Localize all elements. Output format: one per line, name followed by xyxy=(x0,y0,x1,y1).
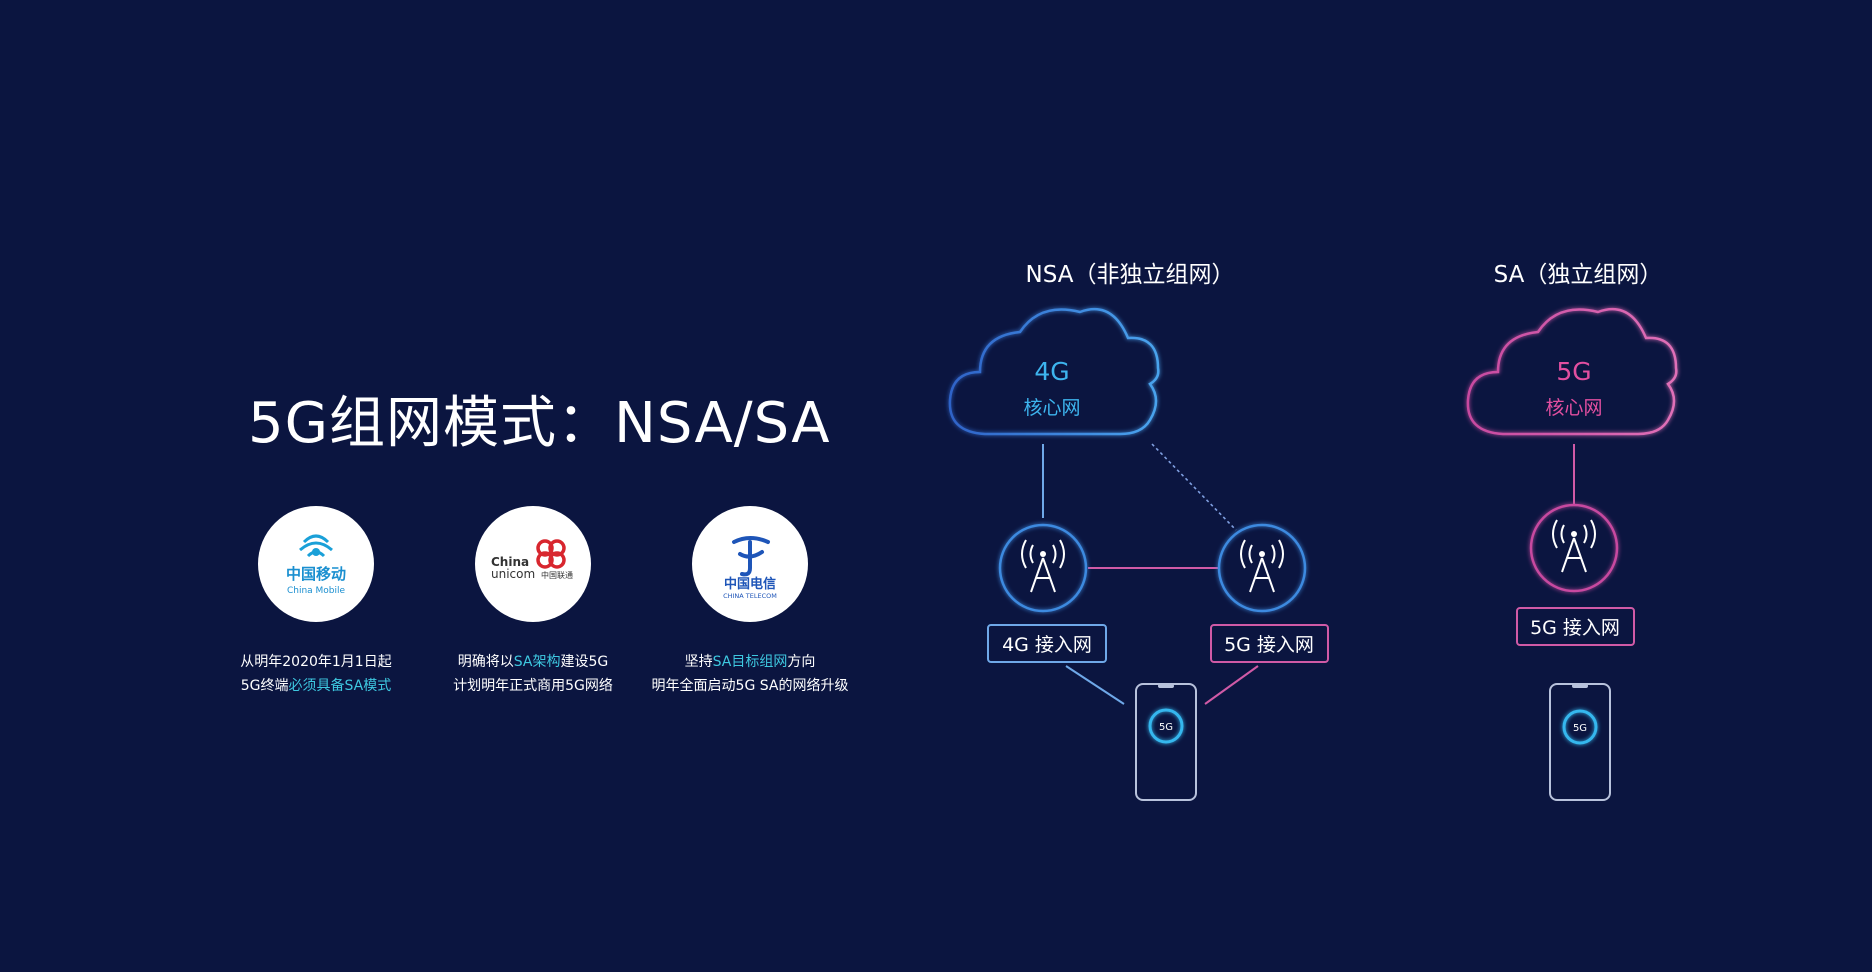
china-telecom-line1-post: 方向 xyxy=(787,654,816,670)
china-unicom-line1-pre: 明确将以 xyxy=(457,654,514,670)
sa-5g-access-box xyxy=(1516,607,1635,646)
china-unicom-line1-post: 建设5G xyxy=(560,654,609,670)
china-mobile-logo-en: China Mobile xyxy=(287,586,346,596)
china-telecom-logo-en: CHINA TELECOM xyxy=(723,592,777,600)
china-telecom-description: 坚持SA目标组网方向 明年全面启动5G SA的网络升级 xyxy=(620,650,880,698)
china-telecom-line1-pre: 坚持 xyxy=(684,654,713,670)
operator-china-telecom: 中国电信 CHINA TELECOM 坚持SA目标组网方向 明年全面启动5G S… xyxy=(620,506,880,706)
china-telecom-logo: 中国电信 CHINA TELECOM xyxy=(692,506,808,622)
china-unicom-logo-icon: China unicom 中国联通 xyxy=(491,539,573,581)
nsa-phone-label: 5G xyxy=(1159,722,1173,733)
sa-phone-icon xyxy=(1549,683,1611,801)
china-mobile-logo-icon: 中国移动 China Mobile xyxy=(286,534,346,596)
china-unicom-description: 明确将以SA架构建设5G 计划明年正式商用5G网络 xyxy=(403,650,663,698)
sa-5g-access-label: 5G 接入网 xyxy=(1530,617,1620,639)
nsa-core-to-5g-link xyxy=(1151,443,1237,531)
nsa-4g-access-box xyxy=(987,624,1107,663)
sa-heading: SA（独立组网） xyxy=(1494,262,1663,288)
nsa-cloud-gen: 4G xyxy=(1034,357,1069,386)
china-mobile-line2-highlight: 必须具备SA模式 xyxy=(288,678,392,694)
china-telecom-logo-icon: 中国电信 CHINA TELECOM xyxy=(723,536,777,600)
sa-core-cloud xyxy=(1466,307,1678,436)
sa-cloud-label: 核心网 xyxy=(1545,397,1602,419)
nsa-cloud-label: 核心网 xyxy=(1023,397,1080,419)
nsa-5g-access-box xyxy=(1210,624,1329,663)
china-mobile-logo-cn: 中国移动 xyxy=(286,565,346,583)
sa-5g-tower-icon xyxy=(1529,503,1619,593)
nsa-heading: NSA（非独立组网） xyxy=(1026,262,1235,288)
operator-china-mobile: 中国移动 China Mobile 从明年2020年1月1日起 5G终端必须具备… xyxy=(186,506,446,706)
nsa-core-cloud xyxy=(948,307,1160,436)
china-unicom-line1-highlight: SA架构 xyxy=(513,654,561,670)
nsa-4g-tower-icon xyxy=(998,523,1088,613)
nsa-5g-tower-icon xyxy=(1217,523,1307,613)
svg-text:unicom: unicom xyxy=(491,567,535,581)
china-unicom-logo-cn: 中国联通 xyxy=(541,570,573,580)
svg-text:China: China xyxy=(491,555,529,569)
nsa-5g-to-phone-link xyxy=(1204,665,1259,705)
china-unicom-line2: 计划明年正式商用5G网络 xyxy=(453,678,613,694)
china-telecom-line1-highlight: SA目标组网 xyxy=(712,654,788,670)
china-telecom-line2: 明年全面启动5G SA的网络升级 xyxy=(651,678,849,694)
nsa-4g-to-phone-link xyxy=(1065,665,1125,705)
china-unicom-logo: China unicom 中国联通 xyxy=(475,506,591,622)
china-mobile-line2: 5G终端 xyxy=(240,678,289,694)
china-telecom-logo-cn: 中国电信 xyxy=(724,576,776,592)
sa-cloud-gen: 5G xyxy=(1556,357,1591,386)
china-mobile-logo: 中国移动 China Mobile xyxy=(258,506,374,622)
operator-china-unicom: China unicom 中国联通 明确将以SA架构建设5G 计划明年正式商用5… xyxy=(403,506,663,706)
china-mobile-description: 从明年2020年1月1日起 5G终端必须具备SA模式 xyxy=(186,650,446,698)
nsa-5g-access-label: 5G 接入网 xyxy=(1224,634,1314,656)
nsa-4g-access-label: 4G 接入网 xyxy=(1002,634,1092,656)
sa-phone-label: 5G xyxy=(1573,723,1587,734)
china-mobile-line1: 从明年2020年1月1日起 xyxy=(240,654,392,670)
nsa-phone-icon xyxy=(1135,683,1197,801)
page-title: 5G组网模式：NSA/SA xyxy=(248,391,831,456)
